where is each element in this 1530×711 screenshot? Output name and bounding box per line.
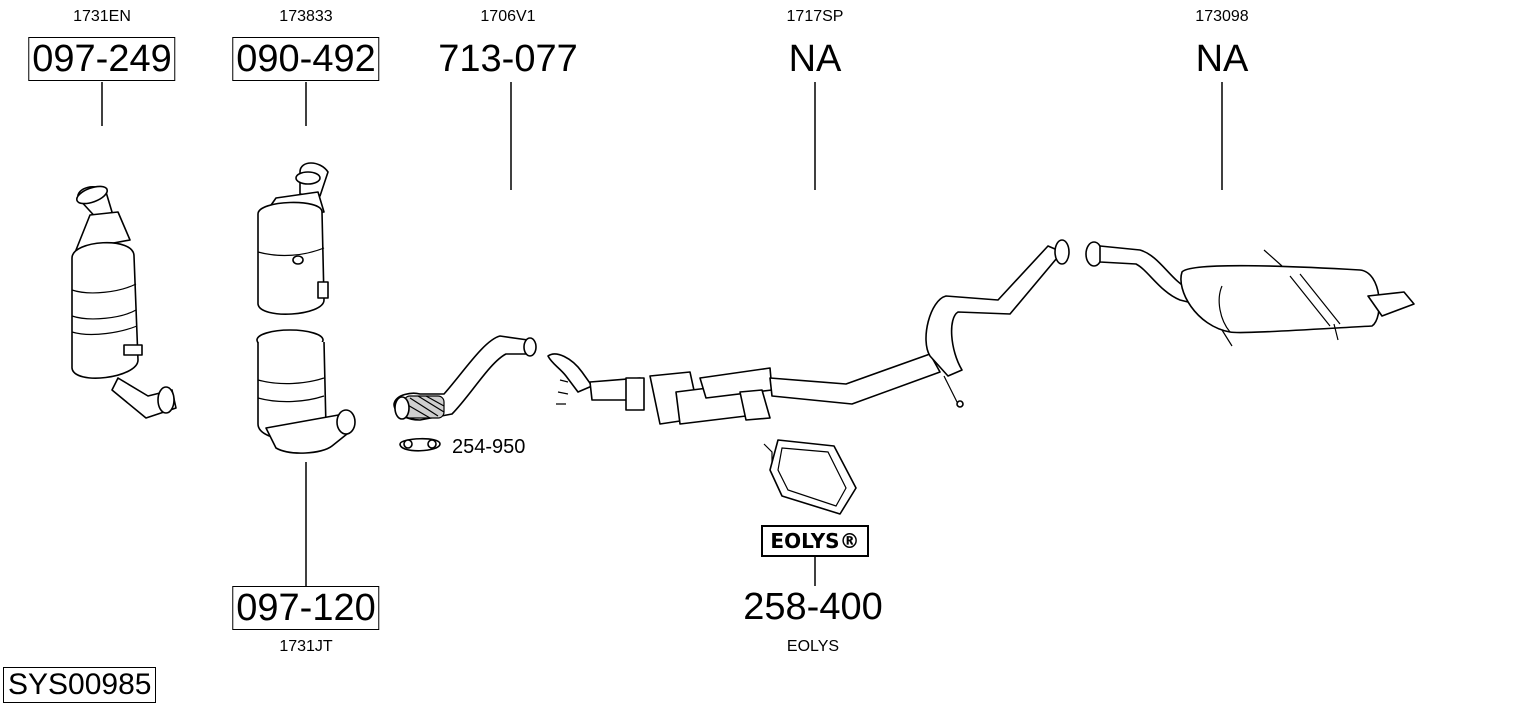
rear-silencer-173098 — [1085, 241, 1415, 347]
oem-code: 173098 — [1195, 8, 1249, 25]
clamp-254-950 — [399, 437, 441, 452]
part-number: NA — [1195, 38, 1249, 80]
part-number[interactable]: 097-249 — [28, 37, 176, 81]
part-173833: 173833 090-492 — [232, 8, 380, 81]
particulate-filter-097-120 — [256, 329, 356, 454]
part-eolys: 258-400 EOLYS — [743, 586, 882, 656]
part-173098: 173098 NA — [1195, 8, 1248, 80]
part-1731en: 1731EN 097-249 — [28, 8, 176, 81]
eolys-tank-258-400 — [763, 439, 857, 515]
part-1706v1: 1706V1 713-077 — [438, 8, 577, 80]
part-1731jt: 097-120 1731JT — [232, 586, 380, 656]
front-pipe-713-077 — [393, 335, 537, 421]
oem-code: EOLYS — [786, 638, 840, 655]
eolys-logo: EOLYS® — [761, 525, 869, 557]
system-id: SYS00985 — [3, 667, 157, 703]
oem-code: 1706V1 — [480, 8, 536, 25]
catalytic-converter-097-249 — [71, 185, 177, 419]
part-number: NA — [788, 38, 842, 80]
clamp-part-number[interactable]: 254-950 — [452, 436, 526, 458]
oem-code: 1717SP — [786, 8, 844, 25]
catalytic-converter-090-492 — [257, 162, 329, 315]
part-1717sp: 1717SP NA — [787, 8, 844, 80]
part-number[interactable]: 713-077 — [438, 38, 578, 80]
part-number[interactable]: 097-120 — [232, 586, 380, 630]
leader-lines — [101, 82, 1223, 586]
part-number[interactable]: 258-400 — [743, 586, 883, 628]
oem-code: 1731JT — [279, 638, 333, 655]
part-number[interactable]: 090-492 — [232, 37, 380, 81]
middle-pipe-1717sp — [547, 239, 1070, 425]
oem-code: 173833 — [279, 8, 333, 25]
oem-code: 1731EN — [73, 8, 131, 25]
